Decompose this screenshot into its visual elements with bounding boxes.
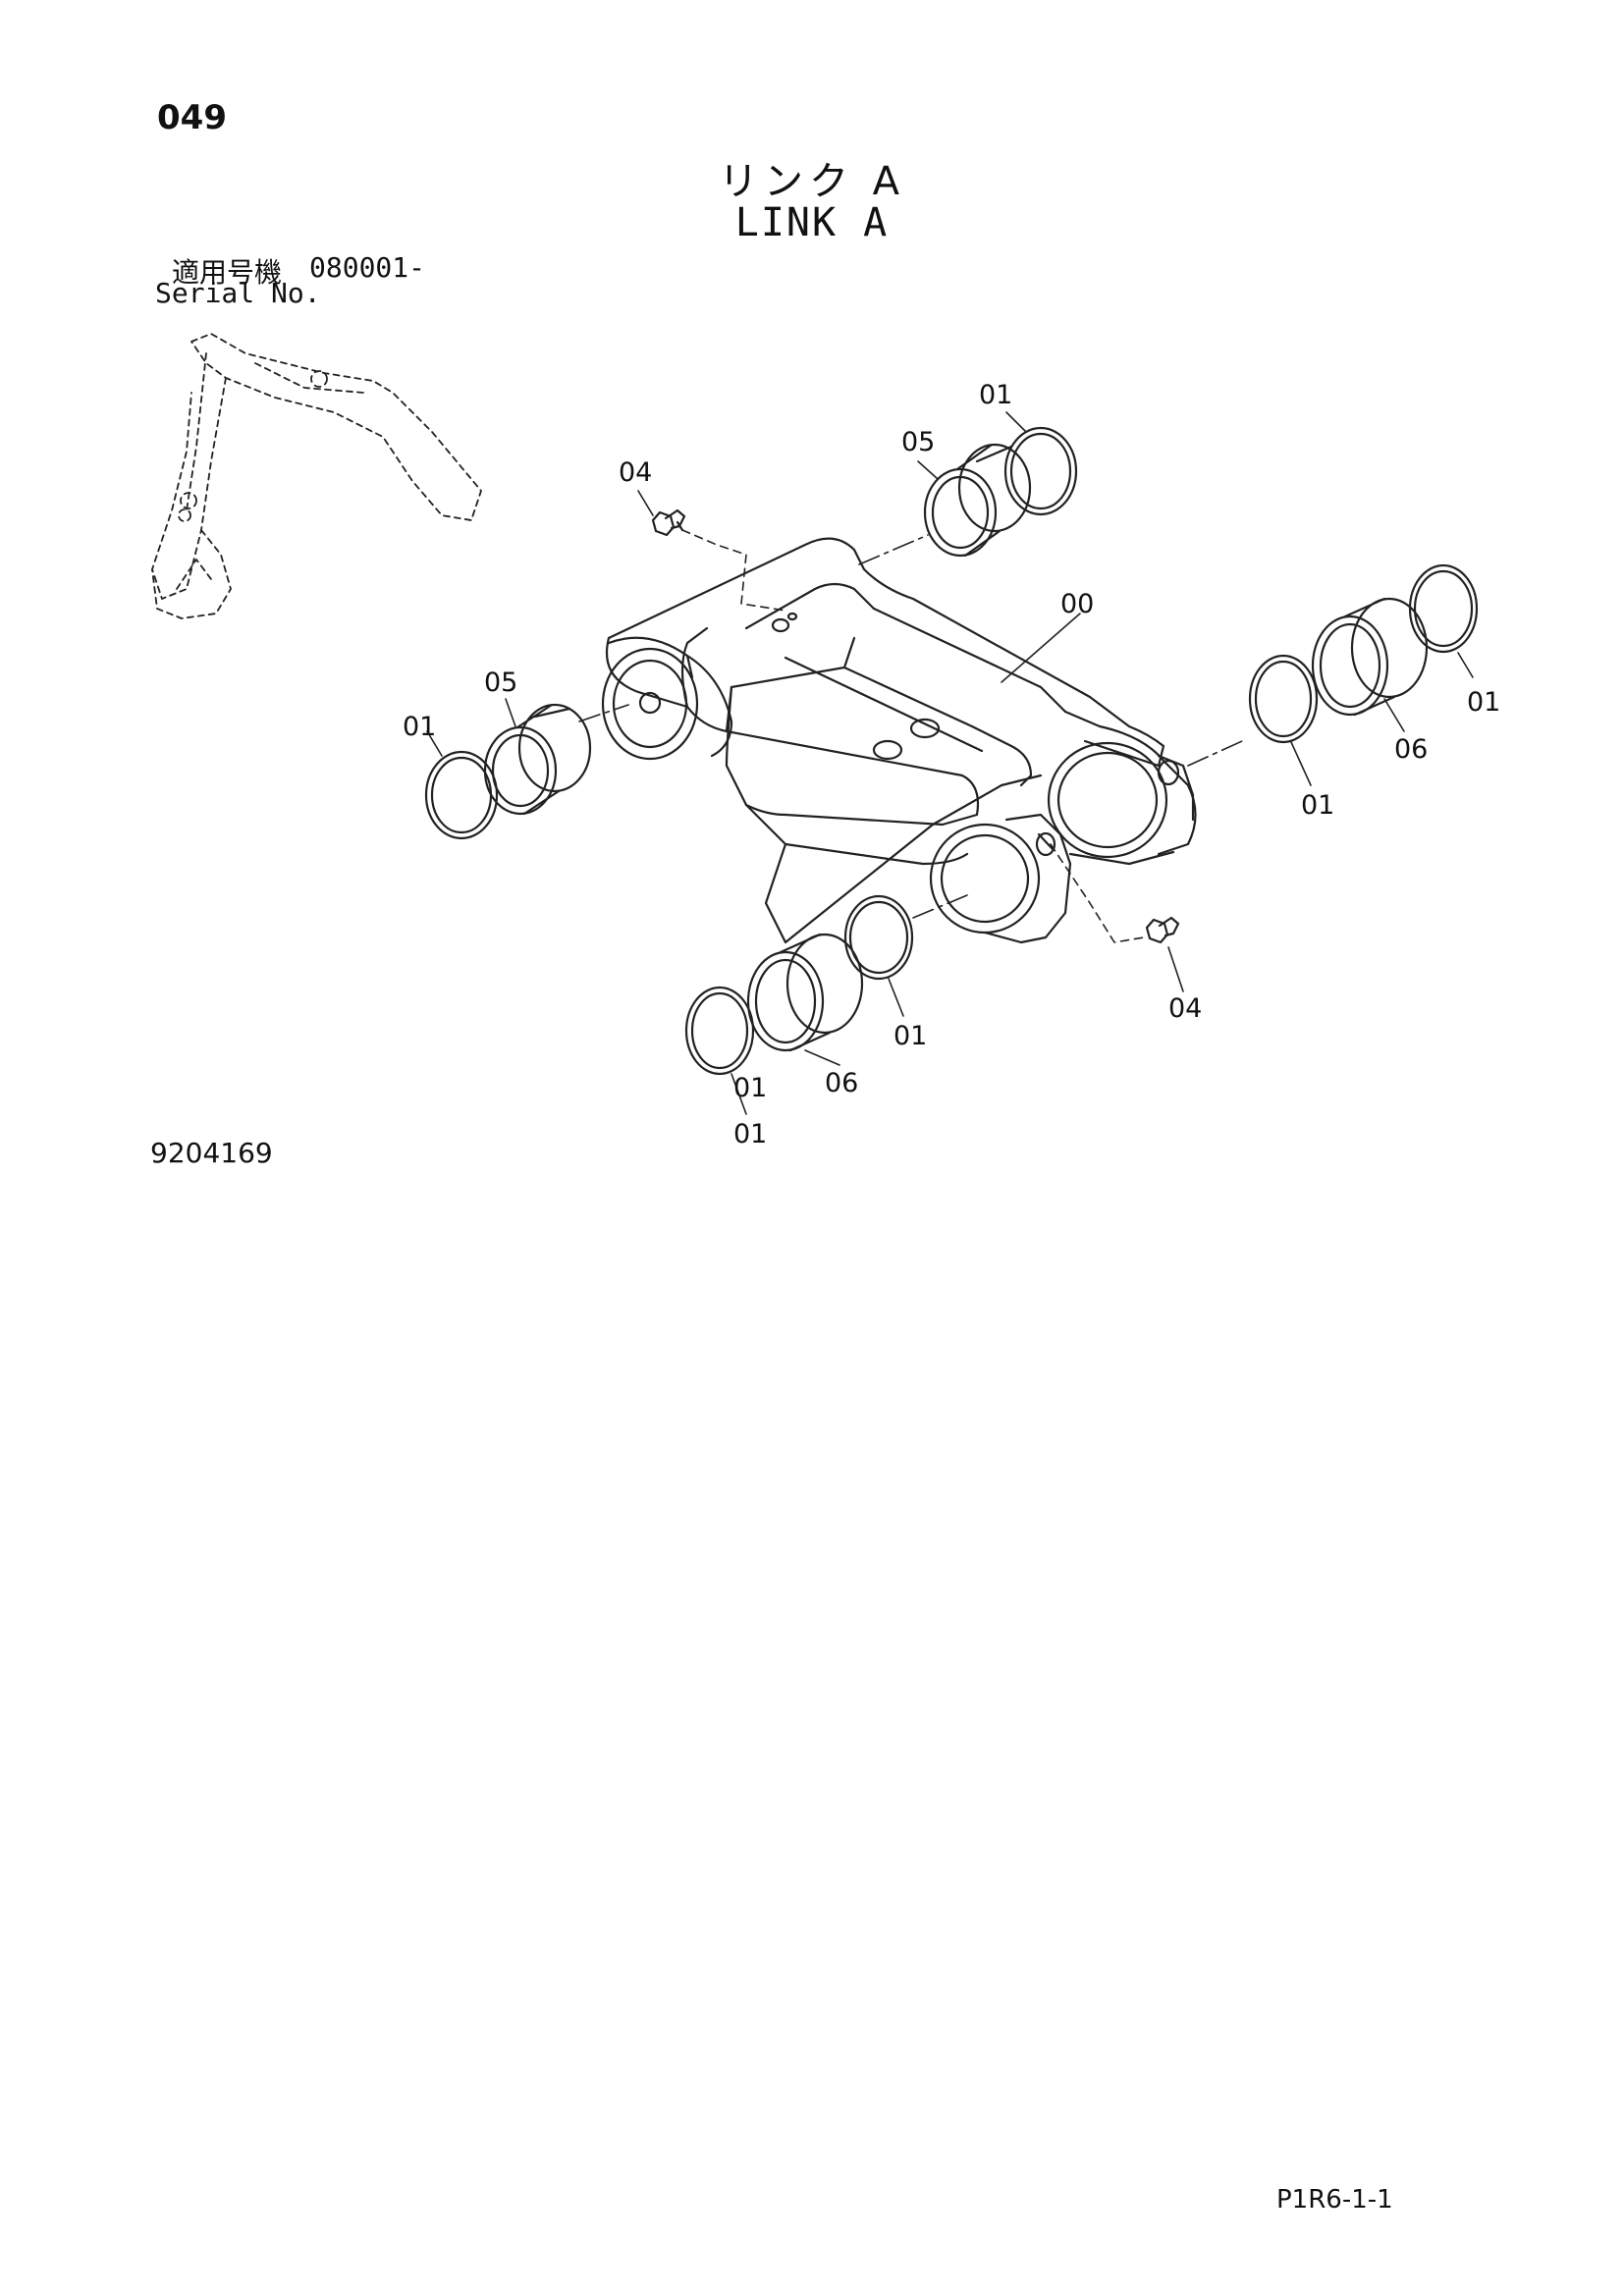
bushing-05-top <box>923 443 1032 558</box>
left-boss <box>601 636 733 761</box>
callout-leaders <box>426 411 1474 1115</box>
page-code: P1R6-1-1 <box>1276 2185 1393 2215</box>
callout-label: 01 <box>893 1021 928 1051</box>
seal-ring-01-lower-outer <box>684 986 755 1076</box>
callout-label: 01 <box>979 380 1013 410</box>
fitting-leaders <box>681 529 1145 943</box>
seal-ring-01-right-outer <box>1408 563 1479 654</box>
page-number: 049 <box>157 98 227 137</box>
bushing-06-right <box>1311 597 1429 717</box>
grease-fitting-04-top-icon <box>651 508 686 537</box>
callout-label: 06 <box>825 1068 859 1098</box>
serial-label-english: Serial No. <box>155 277 321 309</box>
callout-label: 06 <box>1394 734 1429 765</box>
seal-ring-01-right-inner <box>1248 654 1319 744</box>
serial-label-japanese: 適用号機 <box>172 256 283 289</box>
seal-ring-01-top <box>1003 426 1078 516</box>
bushing-06-lower <box>746 933 864 1052</box>
serial-number-value: 080001- <box>309 251 426 284</box>
lower-boss <box>929 813 1072 944</box>
callout-label: 01 <box>1467 687 1501 718</box>
callout-label: 05 <box>901 427 936 457</box>
callout-label: 00 <box>1060 589 1095 619</box>
callout-label: 01 <box>733 1073 768 1103</box>
bushing-05-left <box>483 703 592 816</box>
callout-label: 01 <box>733 1119 768 1149</box>
seal-ring-01-lower-inner <box>843 894 914 981</box>
grease-fitting-04-bottom-icon <box>1145 916 1180 944</box>
callout-label: 01 <box>1301 790 1335 821</box>
right-boss <box>1047 710 1197 866</box>
drawing-number: 9204169 <box>150 1137 273 1169</box>
callout-label: 04 <box>1168 993 1203 1024</box>
link-body <box>605 537 1165 944</box>
title-japanese: リンク A <box>718 159 906 204</box>
center-lines <box>578 534 1243 919</box>
callout-label: 01 <box>403 712 437 742</box>
excavator-thumbnail-icon <box>151 333 482 619</box>
callout-label: 05 <box>484 667 518 698</box>
title-english: LINK A <box>734 200 890 245</box>
callout-label: 04 <box>619 457 653 488</box>
